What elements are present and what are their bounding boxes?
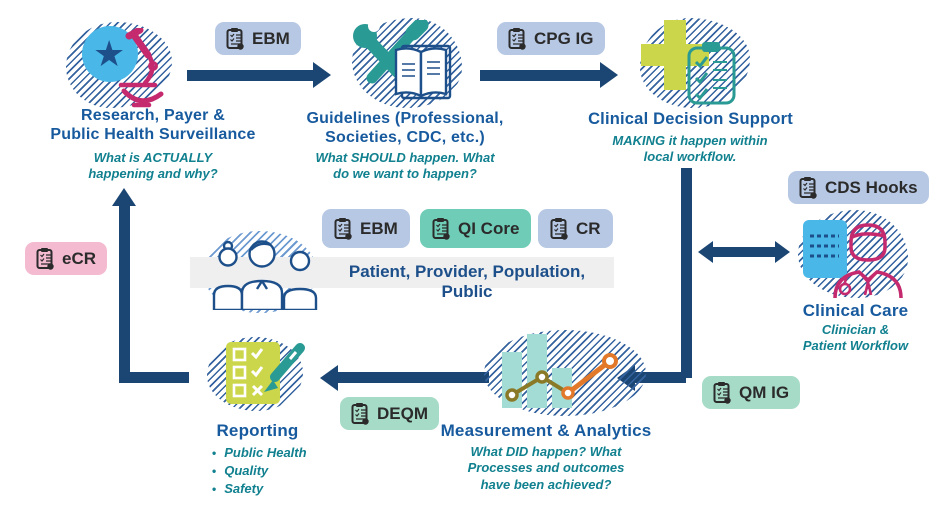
badge-ebm-top: EBM [215, 22, 301, 55]
clipboard-icon [36, 248, 54, 270]
badge-label: eCR [62, 248, 97, 268]
clinical-care-title: Clinical Care [802, 301, 909, 320]
badge-label: DEQM [377, 403, 428, 423]
clinician-and-document-icon [803, 220, 903, 298]
cds-title: Clinical Decision Support [588, 110, 793, 128]
guidelines-title: Guidelines (Professional, Societies, CDC… [306, 110, 504, 146]
arrowhead-left-icon [698, 241, 713, 263]
badge-qi-core: QI Core [420, 209, 532, 248]
badge-qm-ig: QM IG [702, 376, 801, 409]
arrowhead-up-icon [112, 188, 136, 206]
double-arrow-cds-clinical-care [711, 247, 777, 257]
badge-deqm: DEQM [340, 397, 439, 430]
checklist-pencil-icon [226, 342, 305, 404]
badge-cr: CR [538, 209, 613, 248]
clipboard-icon [432, 218, 450, 240]
badge-label: EBM [360, 218, 398, 238]
book-icon [394, 44, 452, 100]
measurement-subtitle: What DID happen? What Processes and outc… [467, 444, 625, 492]
research-title-line2: Public Health Surveillance [50, 125, 256, 143]
badge-label: CDS Hooks [825, 177, 918, 197]
cds-subtitle: MAKING it happen within local workflow. [612, 133, 768, 165]
badge-label: EBM [252, 28, 290, 48]
arrow-research-to-guidelines [187, 70, 313, 81]
arrow-up-to-research-line [119, 205, 130, 383]
research-title: Research, Payer & Public Health Surveill… [18, 107, 288, 145]
badge-label: QI Core [458, 218, 520, 238]
arrow-into-measurement-line [634, 372, 686, 383]
reporting-bullet-quality: Quality [212, 463, 307, 478]
arrowhead-right-icon [600, 62, 618, 88]
guidelines-subtitle: What SHOULD happen. What do we want to h… [315, 150, 495, 182]
clipboard-icon [550, 218, 568, 240]
badge-cpg-ig: CPG IG [497, 22, 605, 55]
arrowhead-right-icon [313, 62, 331, 88]
reporting-bullets: Public Health Quality Safety [212, 445, 307, 499]
arrow-reporting-left-line [119, 372, 189, 383]
reporting-bullet-public-health: Public Health [212, 445, 306, 460]
reporting-title: Reporting [216, 421, 299, 440]
arrowhead-right-icon [775, 241, 790, 263]
microscope-icon [118, 28, 164, 108]
badge-ecr: eCR [25, 242, 108, 275]
checklist-icon [687, 42, 736, 105]
clipboard-icon [351, 403, 369, 425]
clinical-care-subtitle: Clinician & Patient Workflow [802, 322, 909, 354]
measurement-title: Measurement & Analytics [440, 421, 652, 440]
badge-label: QM IG [739, 382, 790, 402]
star-icon: ★ [93, 33, 126, 74]
research-subtitle: What is ACTUALLY happening and why? [88, 150, 218, 182]
three-people-icon [212, 240, 318, 310]
arrow-guidelines-to-cds [480, 70, 602, 81]
badge-label: CR [576, 218, 601, 238]
badge-label: CPG IG [534, 28, 594, 48]
clipboard-icon [226, 28, 244, 50]
clipboard-icon [508, 28, 526, 50]
clipboard-icon [713, 382, 731, 404]
research-title-line1: Research, Payer & [81, 107, 225, 124]
clipboard-icon [334, 218, 352, 240]
badge-cds-hooks: CDS Hooks [788, 171, 929, 204]
badge-ebm-center: EBM [322, 209, 410, 248]
bar-chart-trend-icon [502, 334, 618, 408]
arrowhead-left-icon [320, 365, 338, 391]
reporting-bullet-safety: Safety [212, 481, 307, 496]
clipboard-icon [799, 177, 817, 199]
arrow-measurement-to-reporting [337, 372, 489, 383]
arrow-cds-down-line [681, 168, 692, 378]
patient-banner-text: Patient, Provider, Population, Public [348, 262, 586, 301]
